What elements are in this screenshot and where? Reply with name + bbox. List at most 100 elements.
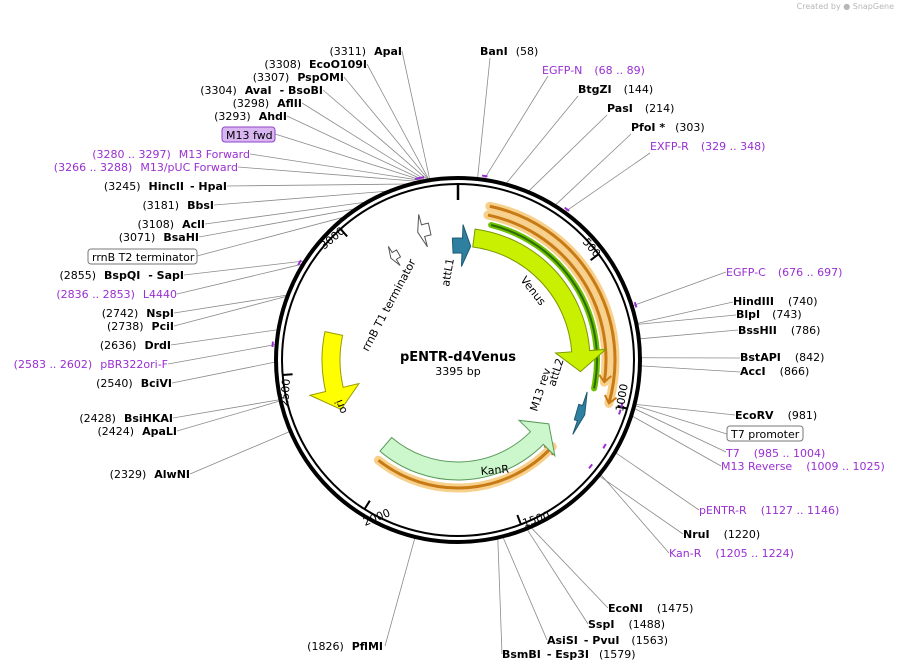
svg-text:BsmBI- Esp3I(1579): BsmBI- Esp3I(1579) [502, 648, 636, 661]
svg-text:NruI(1220): NruI(1220) [683, 528, 760, 541]
feature-arrow-ori [308, 330, 361, 411]
site-pflmi[interactable]: (1826)PflMI [307, 640, 383, 653]
site-banI[interactable]: BanI(58) [480, 45, 538, 58]
site-bsshii[interactable]: BssHII(786) [738, 324, 820, 337]
primer-mark-m13-forward [418, 176, 425, 180]
leader-line [286, 115, 424, 181]
primer-name: EGFP-C [726, 266, 766, 279]
primer-mark-egfp-n [481, 174, 488, 178]
primer-range: (3266 .. 3288) [54, 161, 133, 174]
site-name: AclI [182, 218, 205, 231]
leader-line [615, 452, 700, 511]
site-ecorv[interactable]: EcoRV(981) [735, 409, 817, 422]
primer-m13-reverse[interactable]: M13 Reverse(1009 .. 1025) [721, 460, 885, 473]
primer-range: (68 .. 89) [594, 64, 645, 77]
site-hindiii[interactable]: HindIII(740) [733, 295, 818, 308]
site-pspomi[interactable]: (3307)PspOMI [253, 71, 344, 84]
site-bsahi[interactable]: (3071)BsaHI [119, 231, 199, 244]
site-acli[interactable]: (3108)AclI [138, 218, 205, 231]
primer-range: (1205 .. 1224) [715, 547, 794, 560]
site-name: AsiSI [547, 634, 578, 647]
feature-box-m13-fwd[interactable]: M13 fwd [221, 126, 276, 143]
svg-text:EGFP-N(68 .. 89): EGFP-N(68 .. 89) [542, 64, 645, 77]
primer-egfp-c[interactable]: EGFP-C(676 .. 697) [726, 266, 842, 279]
leader-line [600, 474, 670, 554]
primer-m13-puc-forward[interactable]: (3266 .. 3288)M13/pUC Forward [54, 161, 238, 174]
svg-text:EXFP-R(329 .. 348): EXFP-R(329 .. 348) [650, 140, 765, 153]
site-ecoo109i[interactable]: (3308)EcoO109I [264, 58, 367, 71]
feature-box-t7-promoter[interactable]: T7 promoter [726, 425, 804, 442]
site-bcivi[interactable]: (2540)BciVI [96, 377, 172, 390]
site-pcii[interactable]: (2738)PciI [107, 320, 174, 333]
site-nrui[interactable]: NruI(1220) [683, 528, 760, 541]
svg-text:EcoNI(1475): EcoNI(1475) [608, 602, 693, 615]
site-name: PspOMI [297, 71, 344, 84]
site-position: (2636) [100, 339, 137, 352]
site-sspi[interactable]: SspI(1488) [588, 618, 665, 631]
site-alwni[interactable]: (2329)AlwNI [110, 468, 190, 481]
site-nspi[interactable]: (2742)NspI [102, 307, 174, 320]
leader-line [226, 183, 408, 187]
leader-line [637, 301, 734, 324]
leader-line [526, 529, 589, 625]
leader-line [637, 314, 737, 325]
site-position: (3181) [143, 199, 180, 212]
feature-arrow-attl2 [572, 391, 588, 435]
site-apali[interactable]: (2424)ApaLI [98, 425, 178, 438]
site-name: PflMI [352, 640, 383, 653]
snapgene-watermark: Created by ● SnapGene [797, 2, 894, 11]
site-econi[interactable]: EcoNI(1475) [608, 602, 693, 615]
leader-line [167, 344, 276, 365]
site-position: (144) [624, 83, 654, 96]
site-avai-bsobi[interactable]: (3304)AvaI- BsoBI [200, 84, 323, 97]
site-position: (2424) [98, 425, 135, 438]
primer-m13-forward[interactable]: (3280 .. 3297)M13 Forward [92, 148, 250, 161]
svg-text:(2738)PciI: (2738)PciI [107, 320, 174, 333]
primer-t7[interactable]: T7(985 .. 1004) [725, 447, 825, 460]
site-apai[interactable]: (3311)ApaI [330, 45, 402, 58]
site-asisi-pvui[interactable]: AsiSI- PvuI(1563) [547, 634, 668, 647]
svg-text:(3308)EcoO109I: (3308)EcoO109I [264, 58, 367, 71]
leader-line [173, 296, 287, 327]
site-bbsi[interactable]: (3181)BbsI [143, 199, 214, 212]
svg-text:PasI(214): PasI(214) [607, 102, 674, 115]
site-bstapi[interactable]: BstAPI(842) [740, 351, 824, 364]
primer-egfp-n[interactable]: EGFP-N(68 .. 89) [542, 64, 645, 77]
primer-range: (2836 .. 2853) [56, 288, 135, 301]
svg-text:(3181)BbsI: (3181)BbsI [143, 199, 214, 212]
site-bsmbi-esp3i[interactable]: BsmBI- Esp3I(1579) [502, 648, 636, 661]
leader-line [249, 153, 423, 181]
site-name: HincII [148, 180, 184, 193]
site-position: (981) [788, 409, 818, 422]
site-aflii[interactable]: (3298)AflII [233, 97, 302, 110]
site-pasi[interactable]: PasI(214) [607, 102, 674, 115]
site-blpi[interactable]: BlpI(743) [736, 308, 802, 321]
site-pfoi[interactable]: PfoI *(303) [631, 121, 705, 134]
primer-exfp-r[interactable]: EXFP-R(329 .. 348) [650, 140, 765, 153]
site-btgzi[interactable]: BtgZI(144) [578, 83, 653, 96]
site-hincii-hpai[interactable]: (3245)HincII- HpaI [104, 180, 227, 193]
site-name-alt: - PvuI [584, 634, 620, 647]
feature-arrow-venus [472, 228, 608, 373]
feature-arrows [308, 214, 608, 481]
primer-pbr322ori-f[interactable]: (2583 .. 2602)pBR322ori-F [14, 358, 168, 371]
site-position: (3304) [200, 84, 237, 97]
site-ahdi[interactable]: (3293)AhdI [214, 110, 287, 123]
svg-text:(3293)AhdI: (3293)AhdI [214, 110, 287, 123]
primer-kan-r[interactable]: Kan-R(1205 .. 1224) [669, 547, 794, 560]
ruler-tick-mark [590, 253, 600, 261]
site-name: BsaHI [163, 231, 199, 244]
feature-label-ori: ori [332, 398, 349, 416]
svg-text:(2583 .. 2602)pBR322ori-F: (2583 .. 2602)pBR322ori-F [14, 358, 168, 371]
leader-line [599, 475, 684, 535]
ruler-tick-2500: 2500 [278, 378, 293, 407]
primer-l4440[interactable]: (2836 .. 2853)L4440 [56, 288, 177, 301]
feature-box-rrnb-t2[interactable]: rrnB T2 terminator [87, 248, 198, 265]
site-bspqi-sapi[interactable]: (2855)BspQI- SapI [59, 269, 184, 282]
site-bsihkai[interactable]: (2428)BsiHKAI [79, 412, 173, 425]
site-acci[interactable]: AccI(866) [740, 365, 809, 378]
primer-pentr-r[interactable]: pENTR-R(1127 .. 1146) [699, 504, 839, 517]
feature-box-label: T7 promoter [730, 428, 800, 441]
site-drdi[interactable]: (2636)DrdI [100, 339, 171, 352]
site-name: PfoI * [631, 121, 665, 134]
